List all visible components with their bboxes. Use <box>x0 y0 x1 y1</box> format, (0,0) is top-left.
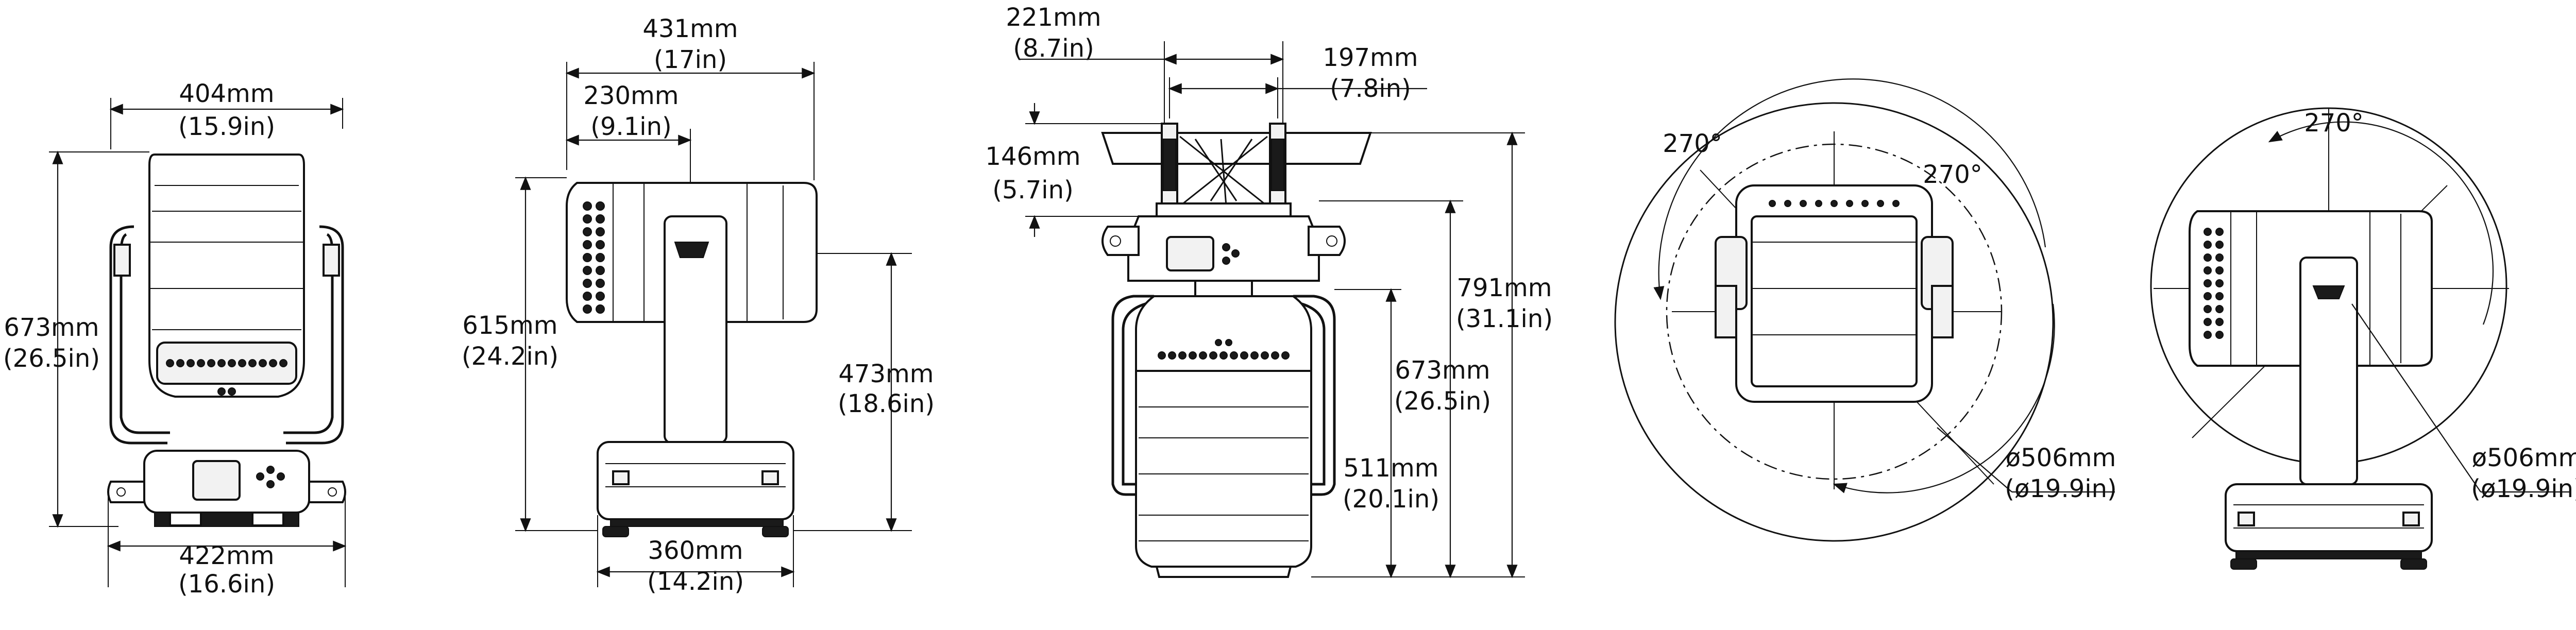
top-angle-a: 270° <box>1663 129 1722 158</box>
front-vent-dots <box>166 359 287 396</box>
side-head-depth-mm: 230mm <box>583 81 679 110</box>
back-clamp-width-in: (8.7in) <box>1013 34 1094 63</box>
front-width-base-mm: 422mm <box>179 541 274 570</box>
back-clamp-height-in: (5.7in) <box>992 176 1074 205</box>
top-view: 270° 270° ø506mm (ø19.9in) <box>1614 78 2117 542</box>
side-height-right-in: (18.6in) <box>838 389 935 418</box>
top-diameter-mm: ø506mm <box>2006 444 2116 472</box>
front-width-base-in: (16.6in) <box>178 570 275 599</box>
side-view: 431mm (17in) 230mm (9.1in) <box>462 14 935 596</box>
back-body-height-mm: 673mm <box>1395 356 1490 385</box>
back-lower-height-mm: 511mm <box>1343 454 1438 483</box>
side-base-width-in: (14.2in) <box>647 567 744 596</box>
top-angle-b: 270° <box>1923 160 1982 189</box>
back-bracket-width-in: (7.8in) <box>1330 74 1411 103</box>
top-diameter-in: (ø19.9in) <box>2005 474 2116 503</box>
front-height-mm: 673mm <box>4 313 99 342</box>
top-vent-dots <box>1769 200 1900 207</box>
back-body-height-in: (26.5in) <box>1394 387 1491 416</box>
back-total-height-mm: 791mm <box>1456 274 1552 302</box>
back-view: 221mm (8.7in) 197mm (7.8in) 146mm (5.7in… <box>985 3 1553 578</box>
side-lens-dots <box>583 201 605 314</box>
side-height-left-in: (24.2in) <box>462 342 558 371</box>
tilt-diameter-mm: ø506mm <box>2472 444 2576 472</box>
front-height-in: (26.5in) <box>3 344 100 373</box>
side-width-top-in: (17in) <box>654 45 727 74</box>
back-lower-height-in: (20.1in) <box>1343 485 1439 514</box>
back-clamp-height-mm: 146mm <box>985 142 1080 171</box>
side-head-depth-in: (9.1in) <box>590 112 672 141</box>
side-width-top-mm: 431mm <box>642 14 738 43</box>
back-clamp-width-mm: 221mm <box>1006 3 1101 32</box>
side-height-left-mm: 615mm <box>462 311 557 340</box>
back-bracket-width-mm: 197mm <box>1323 43 1418 72</box>
tilt-view: 270° ø506mm (ø19.9in) <box>2150 107 2576 570</box>
back-total-height-in: (31.1in) <box>1456 304 1553 333</box>
front-width-top-in: (15.9in) <box>178 112 275 141</box>
tilt-angle: 270° <box>2304 109 2364 138</box>
tilt-lens-dots <box>2204 228 2224 339</box>
side-height-right-mm: 473mm <box>838 360 934 388</box>
tilt-diameter-in: (ø19.9in) <box>2471 474 2576 503</box>
front-view: 404mm (15.9in) 673mm (26.5in) <box>3 79 347 599</box>
back-vent-dots <box>1158 339 1290 360</box>
side-base-width-mm: 360mm <box>648 536 743 565</box>
front-width-top-mm: 404mm <box>179 79 274 108</box>
